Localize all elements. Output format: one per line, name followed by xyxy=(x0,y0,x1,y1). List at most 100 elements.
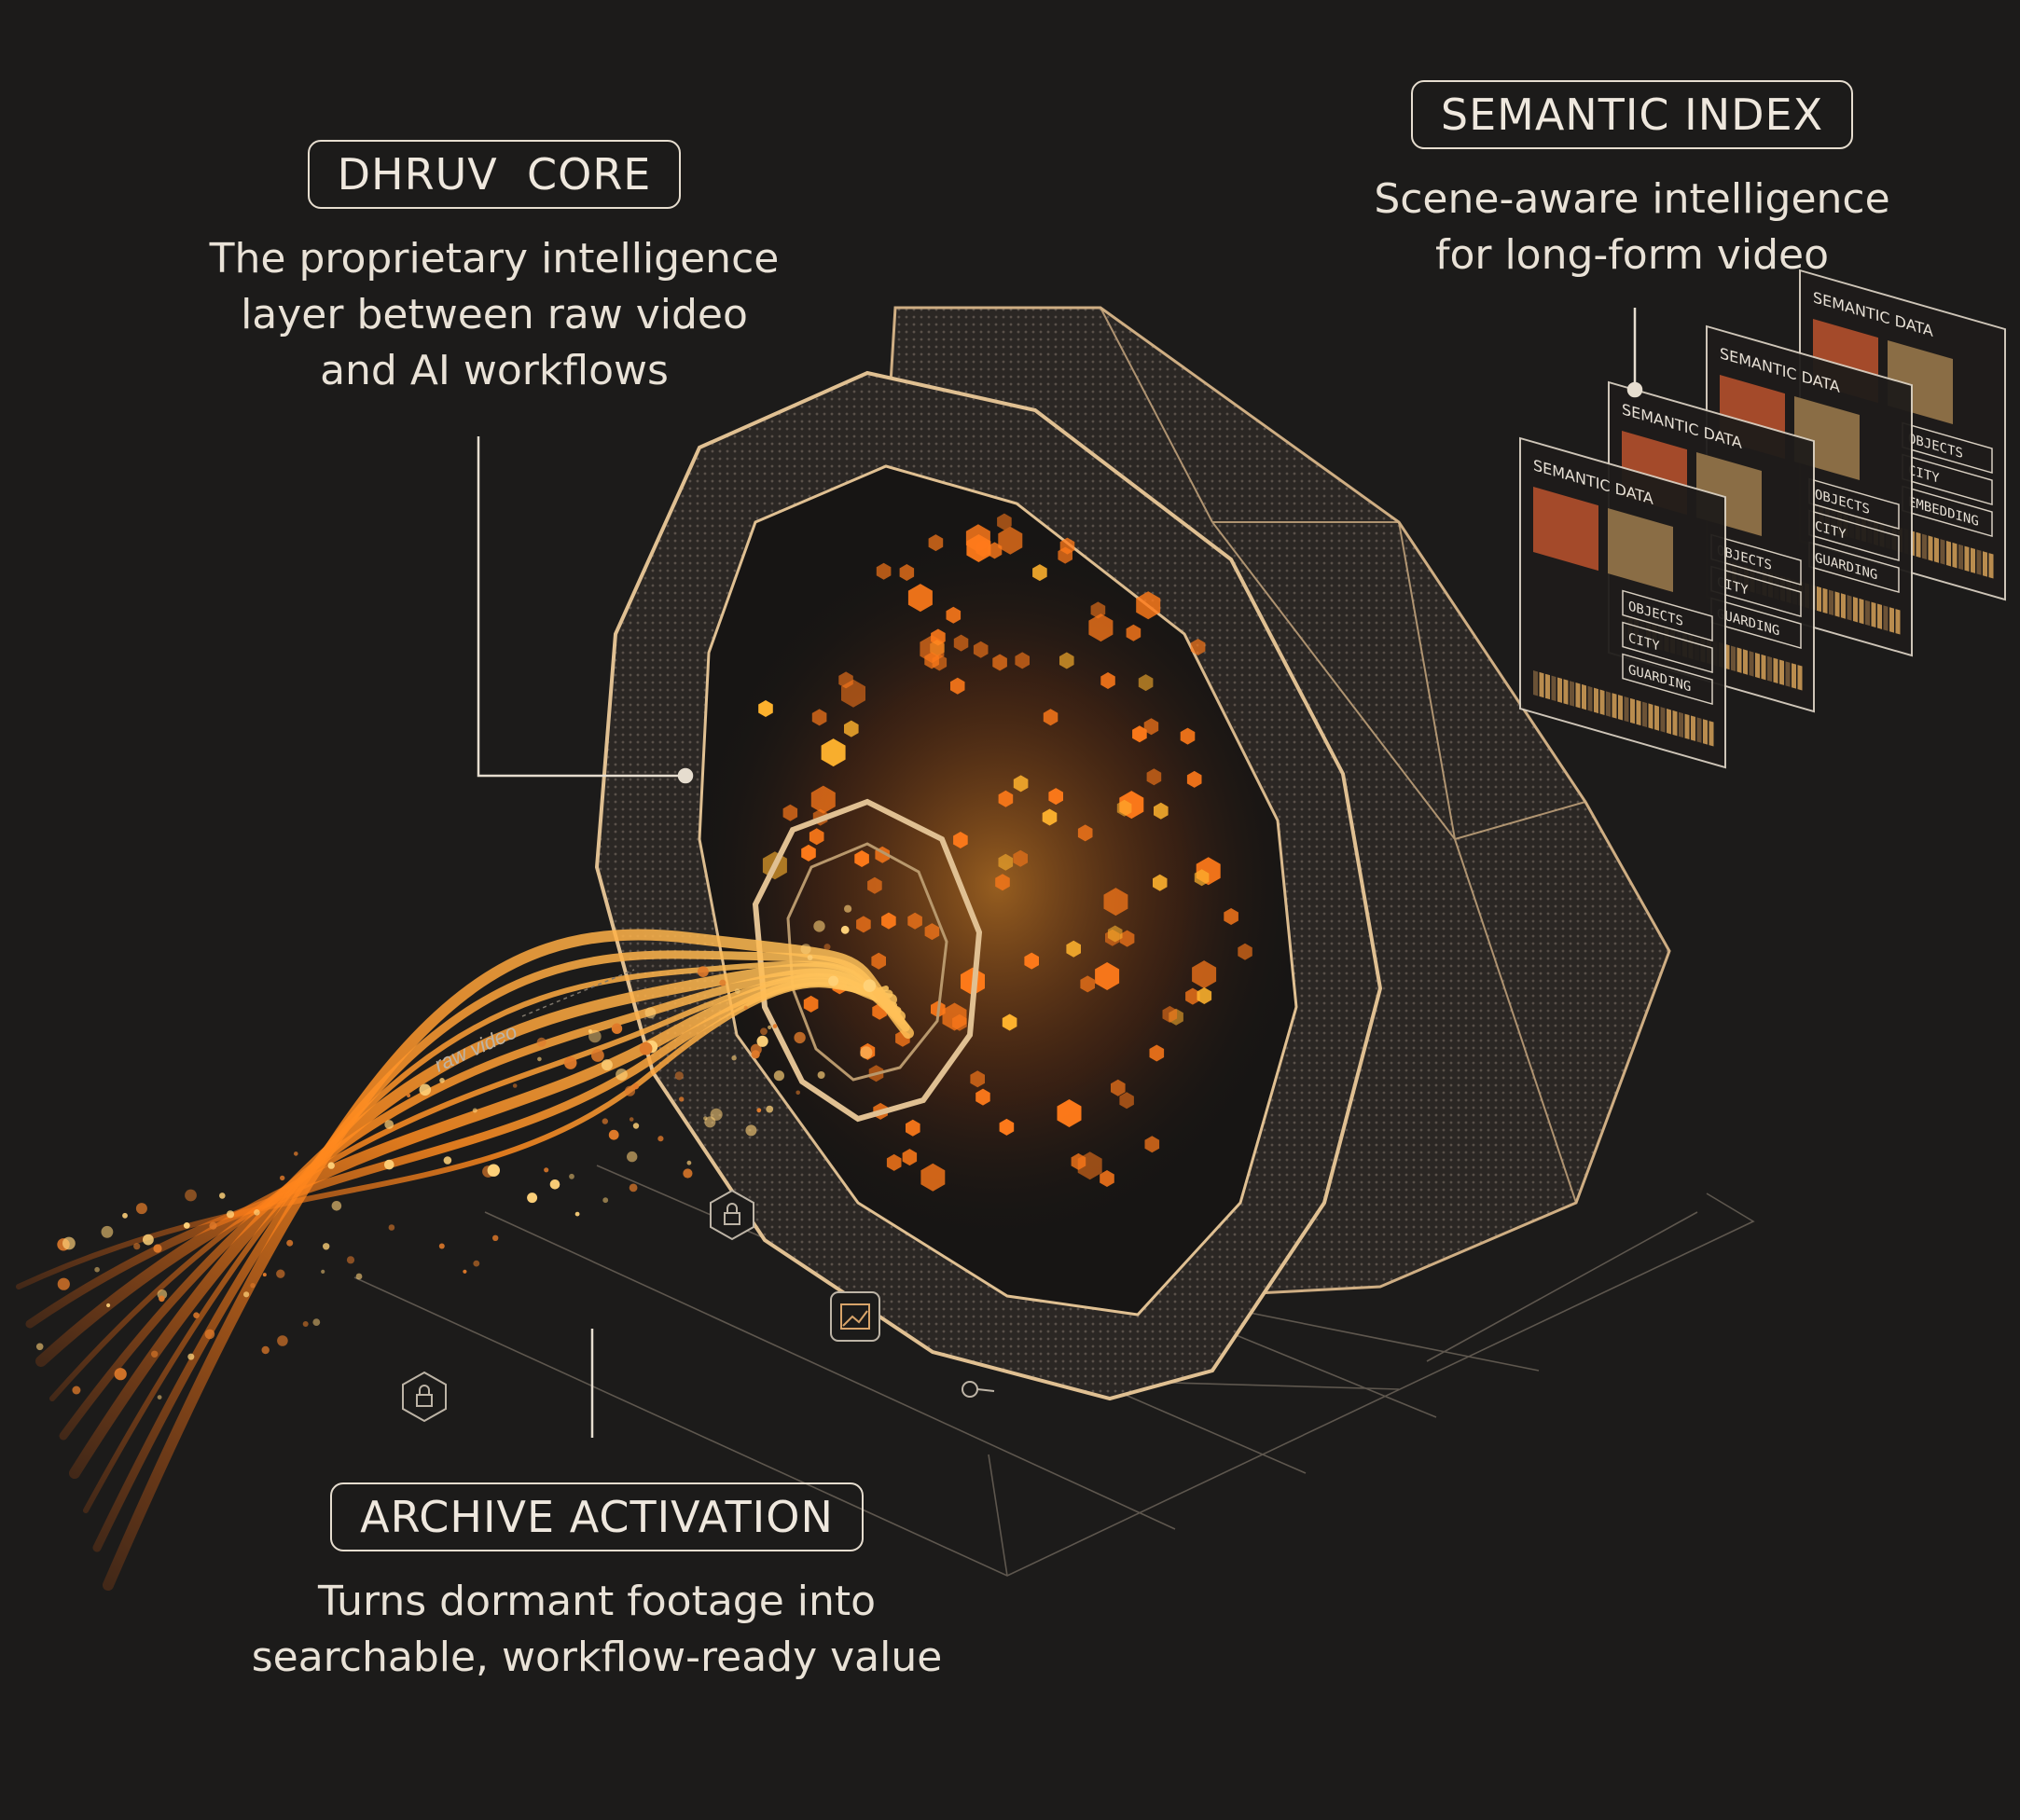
particle xyxy=(135,1203,147,1215)
description-line: for long-form video xyxy=(1434,231,1830,279)
particle xyxy=(731,1055,737,1061)
particle xyxy=(512,1083,518,1088)
hex-cell xyxy=(1138,674,1154,692)
particle xyxy=(766,1105,774,1113)
hex-cell xyxy=(1066,940,1081,958)
particle xyxy=(35,1343,44,1351)
particle xyxy=(159,1295,165,1303)
particle xyxy=(627,1151,638,1163)
leader-lines xyxy=(477,308,1643,1438)
hex-cell xyxy=(992,654,1007,671)
hex-cell xyxy=(801,844,816,862)
description-line: Scene-aware intelligence xyxy=(1374,175,1890,223)
hex-cell xyxy=(902,1149,918,1166)
particle xyxy=(262,1273,267,1277)
description-line: searchable, workflow-ready value xyxy=(251,1634,943,1681)
hex-cell xyxy=(1077,824,1093,842)
particle xyxy=(243,1291,250,1298)
particle xyxy=(286,1239,294,1247)
particle xyxy=(157,1395,162,1399)
particle xyxy=(773,1070,785,1082)
particle xyxy=(639,1041,653,1055)
callout-title: ARCHIVE ACTIVATION xyxy=(330,1482,864,1551)
hex-cell xyxy=(1090,601,1106,619)
particle xyxy=(679,1096,685,1102)
particle xyxy=(591,1049,604,1062)
fiber-strand xyxy=(103,929,914,1591)
particle xyxy=(261,1345,270,1355)
callout-description: Scene-aware intelligence for long-form v… xyxy=(1306,172,1958,283)
hex-cell xyxy=(942,1002,967,1031)
data-particles xyxy=(35,904,877,1399)
hex-cell xyxy=(1194,869,1210,887)
particle xyxy=(323,1243,330,1250)
particle xyxy=(101,1225,114,1238)
particle xyxy=(823,944,831,951)
particle xyxy=(277,1335,288,1346)
particle xyxy=(686,1160,692,1165)
particle xyxy=(62,1236,76,1250)
particle xyxy=(796,1090,800,1096)
particle xyxy=(536,1037,547,1047)
particle xyxy=(644,1007,657,1019)
hex-cell xyxy=(821,738,846,767)
particle xyxy=(294,1151,298,1156)
particle xyxy=(574,1211,580,1217)
lock-icon xyxy=(710,1189,754,1241)
hex-cell xyxy=(871,952,886,970)
particle xyxy=(768,1025,772,1029)
particle xyxy=(734,988,740,994)
hex-cell xyxy=(1107,925,1123,943)
particle xyxy=(388,1224,395,1231)
fiber-strand xyxy=(69,962,906,1479)
hex-cell xyxy=(1048,788,1063,806)
hex-cell xyxy=(1080,975,1095,993)
callout-description: The proprietary intelligence layer betwe… xyxy=(168,231,821,399)
hex-cell xyxy=(973,641,989,658)
particle xyxy=(57,1277,70,1290)
particle xyxy=(544,1167,549,1173)
hex-cell xyxy=(920,1163,946,1192)
particle xyxy=(153,1244,162,1253)
particle xyxy=(419,1083,432,1096)
particle xyxy=(828,975,839,986)
callout-title: DHRUV CORE xyxy=(307,140,682,209)
hex-cell xyxy=(1143,718,1159,736)
particle xyxy=(143,1234,154,1246)
particle xyxy=(602,1118,608,1124)
particle xyxy=(860,1046,873,1059)
hex-cell xyxy=(809,828,824,846)
hex-cell xyxy=(1126,624,1141,641)
hex-cell xyxy=(854,850,869,867)
hex-cell xyxy=(995,874,1010,891)
particle xyxy=(226,1210,235,1219)
particle xyxy=(657,1136,664,1142)
particle xyxy=(204,1329,215,1340)
description-line: The proprietary intelligence xyxy=(209,235,780,283)
hex-cell xyxy=(803,995,819,1013)
hex-cell xyxy=(1190,639,1206,655)
particle xyxy=(751,1050,760,1059)
particle xyxy=(710,1108,723,1121)
particle xyxy=(122,1212,128,1219)
particle xyxy=(813,920,825,932)
particle xyxy=(794,1031,806,1044)
particle xyxy=(703,1116,708,1121)
hex-cell xyxy=(928,534,944,552)
callout-semantic-index: SEMANTIC INDEX Scene-aware intelligence … xyxy=(1306,80,1958,283)
hex-cell xyxy=(856,916,871,933)
hex-cell xyxy=(1057,1099,1082,1127)
image-icon xyxy=(830,1291,880,1342)
particle xyxy=(312,1318,321,1326)
particle xyxy=(863,979,877,992)
hex-cell xyxy=(1119,930,1135,947)
hex-cell xyxy=(844,720,859,738)
particle xyxy=(185,1189,197,1202)
hex-cell xyxy=(1100,1170,1114,1187)
particle xyxy=(745,1124,757,1137)
hex-cell xyxy=(1149,1044,1165,1062)
fiber-strand xyxy=(35,973,897,1367)
particle xyxy=(674,1071,684,1081)
hex-cell xyxy=(838,671,853,689)
